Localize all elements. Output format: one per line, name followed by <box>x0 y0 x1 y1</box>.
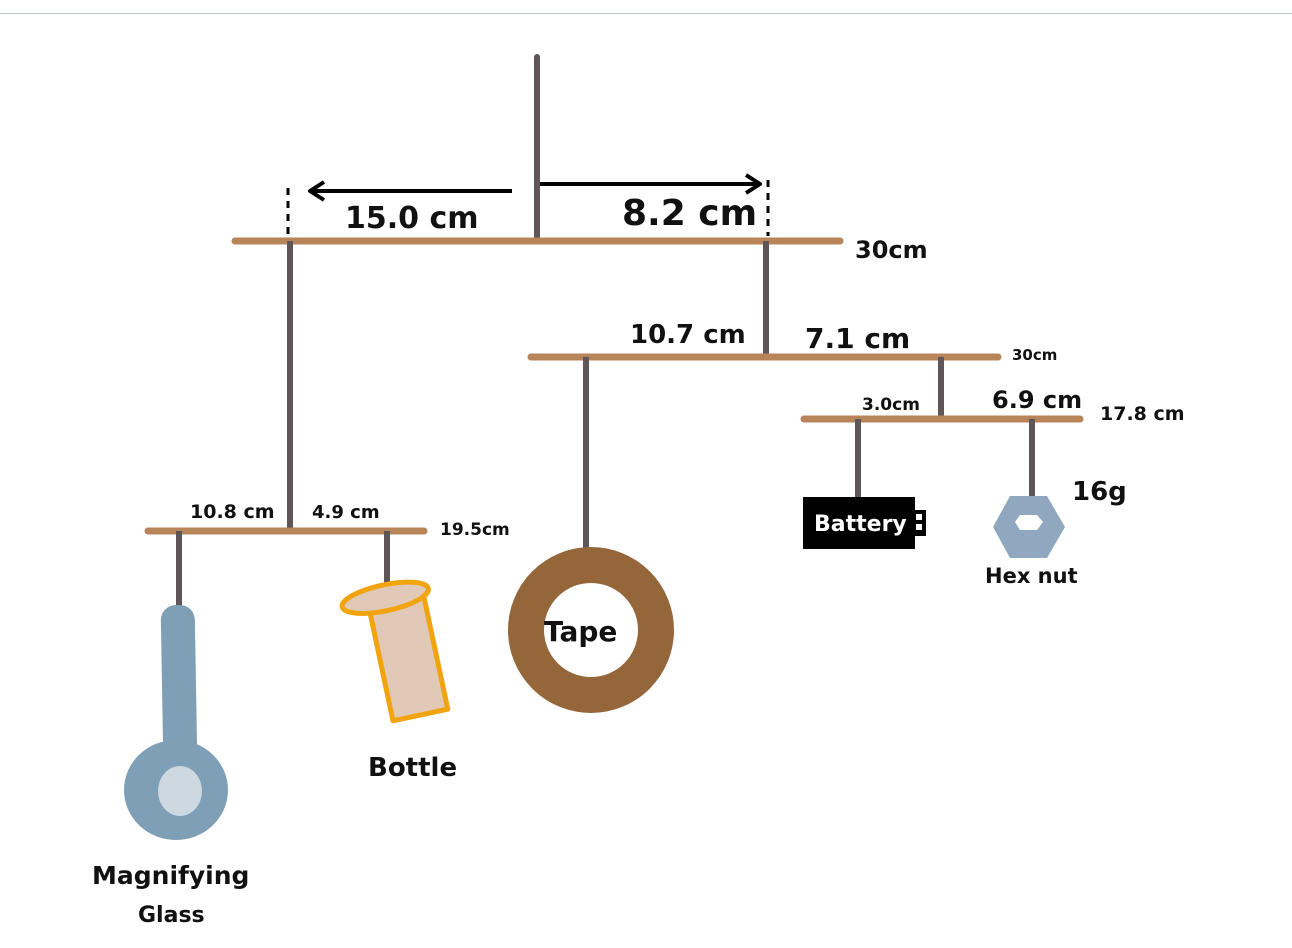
left-right-distance-label: 4.9 cm <box>312 502 380 523</box>
top-left-distance-label: 15.0 cm <box>345 201 479 236</box>
left-rod-length-label: 19.5cm <box>440 520 510 540</box>
mid-left-distance-label: 10.7 cm <box>630 320 746 350</box>
bottle-label: Bottle <box>368 753 457 783</box>
hex-nut-label: Hex nut <box>985 564 1078 588</box>
tape-label: Tape <box>544 615 617 648</box>
magnifier-label-line2: Glass <box>138 903 205 928</box>
top-rod-length-label: 30cm <box>855 236 928 264</box>
mid-rod-length-label: 30cm <box>1012 346 1057 364</box>
small-rod-length-label: 17.8 cm <box>1100 403 1185 425</box>
magnifying-glass-icon <box>124 604 228 840</box>
magnifier-label-line1: Magnifying <box>92 861 249 890</box>
bottle-icon <box>339 579 451 724</box>
tape-icon <box>508 547 674 713</box>
left-arrow-head <box>308 180 326 202</box>
hex-nut-icon <box>993 496 1065 558</box>
battery-icon <box>803 497 926 549</box>
top-divider <box>0 13 1292 14</box>
right-arrow-head <box>744 173 762 195</box>
small-right-distance-label: 6.9 cm <box>992 386 1082 414</box>
small-left-distance-label: 3.0cm <box>862 395 920 415</box>
left-left-distance-label: 10.8 cm <box>190 501 275 523</box>
mid-right-distance-label: 7.1 cm <box>805 322 910 355</box>
battery-label: Battery <box>814 512 907 537</box>
hex-mass-label: 16g <box>1072 477 1127 507</box>
top-right-distance-label: 8.2 cm <box>622 193 757 234</box>
